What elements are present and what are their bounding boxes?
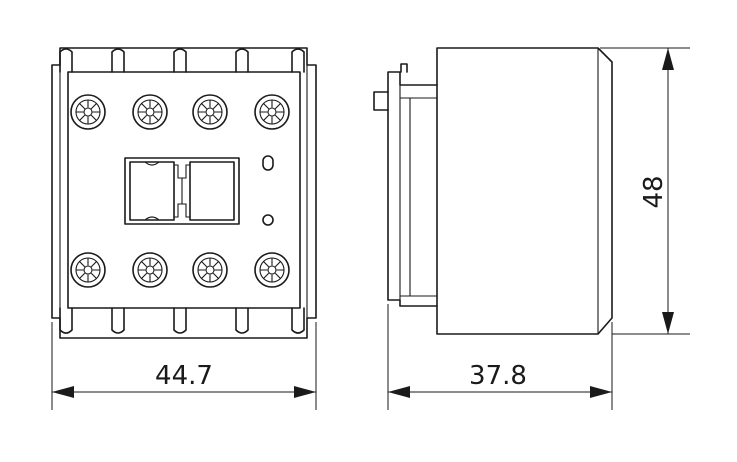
front-width-dimension: 44.7 [51,322,317,410]
terminal-screw [254,252,290,288]
bottom-tab [111,307,125,334]
top-tab [111,48,125,73]
bottom-tab [291,307,305,334]
side-hook [373,91,389,111]
terminal-screw [70,94,106,130]
terminal-screw [192,94,228,130]
side-top-pin [400,63,408,73]
dim-label-depth: 37.8 [469,361,527,391]
terminal-screw [192,252,228,288]
actuator-window [124,157,240,225]
actuator-frame [124,157,240,225]
dim-arrow-right [294,386,316,398]
dim-arrow-height-top [662,48,674,70]
top-tab [59,48,73,73]
dim-arrow-left [52,386,74,398]
top-tab [235,48,249,73]
bottom-tab [173,307,187,334]
dim-label-width: 44.7 [155,361,213,391]
actuator-upper-link [173,164,191,179]
side-height-dimension: 48 [600,47,690,335]
dim-arrow-height-bottom [662,312,674,334]
terminal-screw [132,94,168,130]
side-view [373,47,613,335]
side-depth-dimension: 37.8 [387,304,613,410]
front-body-outline [51,47,317,339]
bottom-tab [59,307,73,334]
actuator-lower-link [173,203,191,218]
terminal-screw [132,252,168,288]
side-main-body [436,47,613,335]
dim-label-height: 48 [639,175,669,208]
front-view [51,47,317,339]
front-inner-frame [67,71,301,309]
dim-arrow-depth-right [590,386,612,398]
actuator-notch-bottom [144,216,160,221]
terminal-screws [70,94,290,288]
terminal-screw [254,94,290,130]
indicator-dot [262,214,274,226]
actuator-notch-top [144,161,160,166]
top-tabs [59,48,305,73]
actuator-right-block [189,161,235,221]
bottom-tabs [59,307,305,334]
bottom-tab [235,307,249,334]
indicator-o-mark [262,155,274,171]
dim-arrow-depth-left [388,386,410,398]
terminal-screw [70,252,106,288]
side-latch-plate [387,71,438,307]
actuator-left-block [129,161,175,221]
top-tab [291,48,305,73]
top-tab [173,48,187,73]
